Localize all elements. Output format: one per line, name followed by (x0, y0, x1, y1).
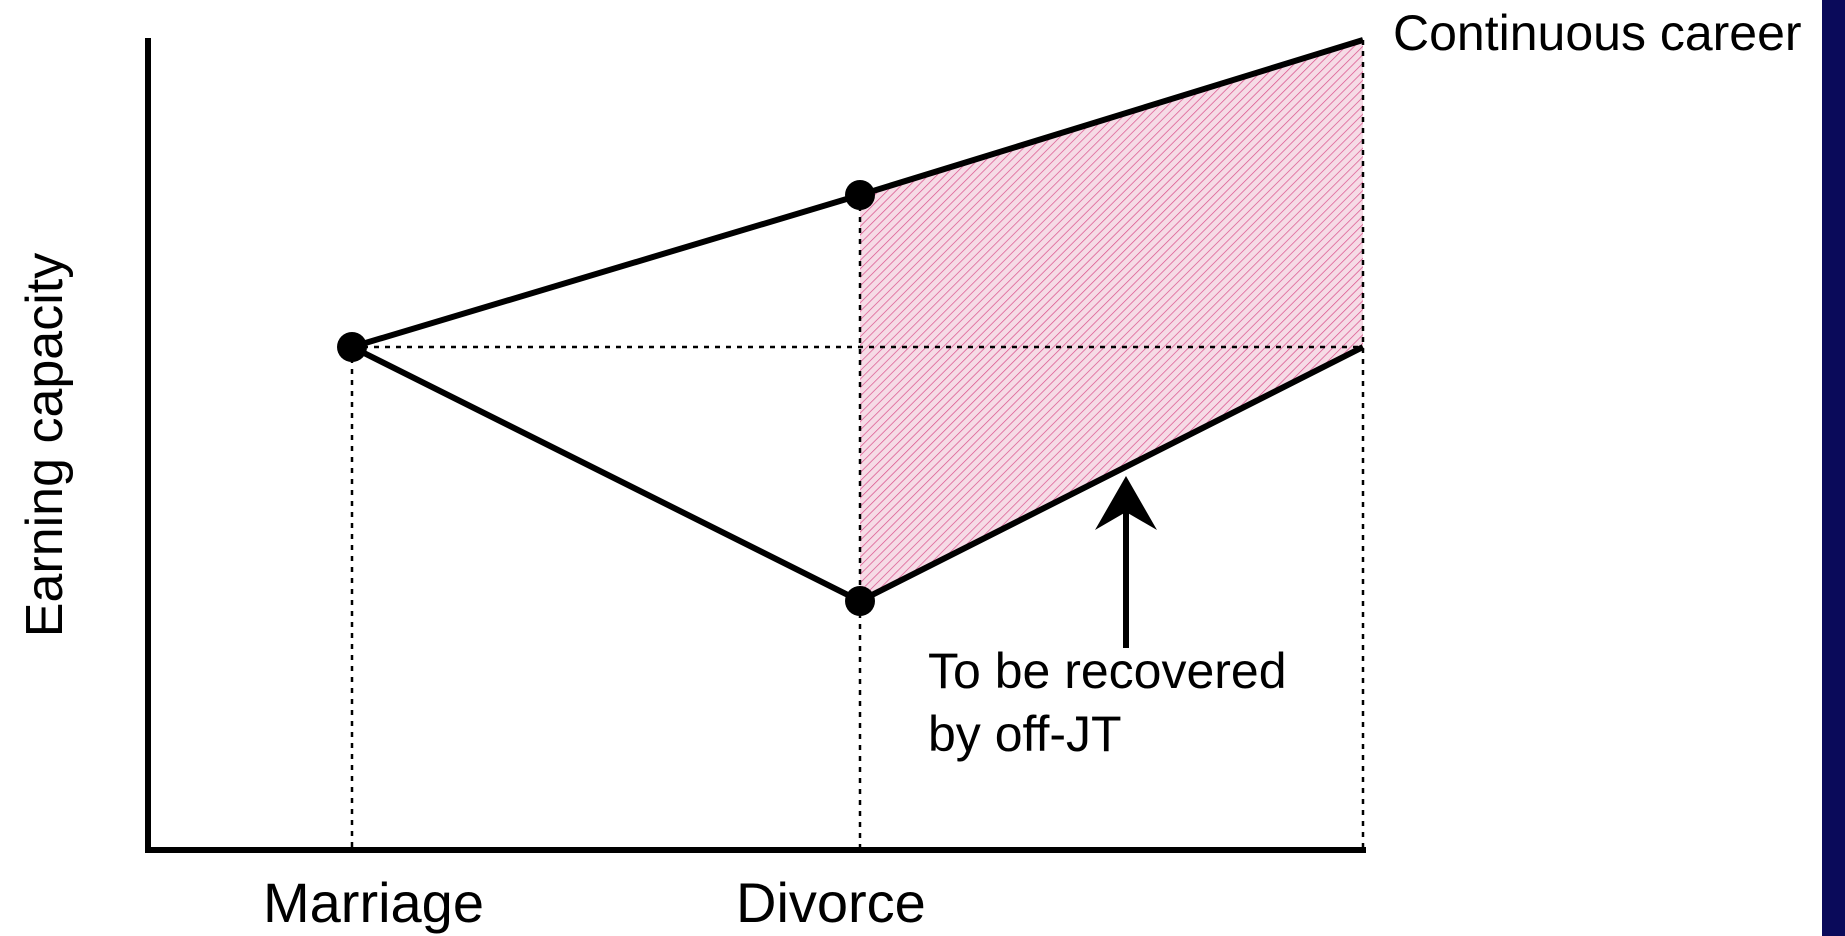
continuous-career-label: Continuous career (1393, 5, 1802, 61)
annotation-line-1: To be recovered (928, 643, 1287, 699)
right-edge-bar (1822, 0, 1845, 936)
annotation-line-2: by off-JT (928, 706, 1122, 762)
y-axis-label: Earning capacity (16, 253, 74, 637)
marriage-point (337, 332, 367, 362)
divorce-upper-point (845, 180, 875, 210)
recovery-gap-region (860, 40, 1363, 601)
x-tick-label-marriage: Marriage (263, 871, 484, 934)
annotation-arrow-head (1095, 476, 1157, 530)
x-tick-label-divorce: Divorce (736, 871, 926, 934)
divorce-lower-point (845, 586, 875, 616)
